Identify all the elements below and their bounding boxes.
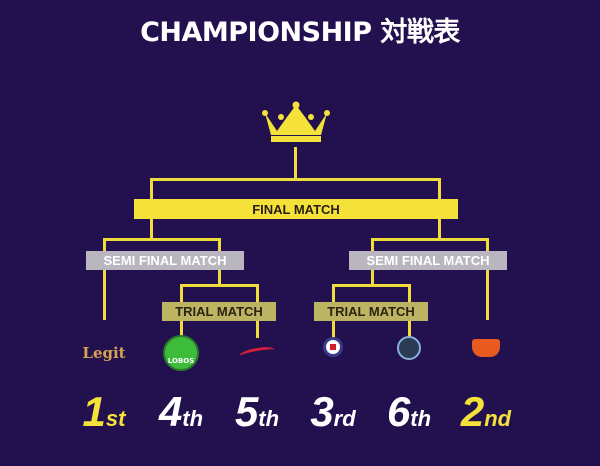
rank-team-1: 1st — [82, 388, 126, 435]
rank-team-3: 5th — [234, 388, 280, 435]
page-title: CHAMPIONSHIP 対戦表 — [140, 17, 460, 48]
team-logo-orange — [456, 333, 516, 373]
final-match-bar: FINAL MATCH — [134, 199, 458, 219]
rank-team-6: 2nd — [460, 388, 512, 435]
trial-match-right-bar: TRIAL MATCH — [314, 302, 428, 321]
semi-final-right-bar: SEMI FINAL MATCH — [349, 251, 507, 270]
team-logo-circle-emblem — [303, 333, 363, 373]
crown-icon — [262, 101, 330, 142]
team-logo-legit: Legit — [82, 344, 126, 362]
trial-match-left-bar: TRIAL MATCH — [162, 302, 276, 321]
rank-team-4: 3rd — [310, 388, 356, 435]
team-logo-blue-circle — [379, 333, 439, 373]
rank-team-2: 4th — [158, 388, 204, 435]
semi-final-left-bar: SEMI FINAL MATCH — [86, 251, 244, 270]
team-logo-red-script — [227, 333, 287, 373]
team-logo-lobos: LOBOS — [151, 333, 211, 373]
rank-team-5: 6th — [386, 388, 432, 435]
